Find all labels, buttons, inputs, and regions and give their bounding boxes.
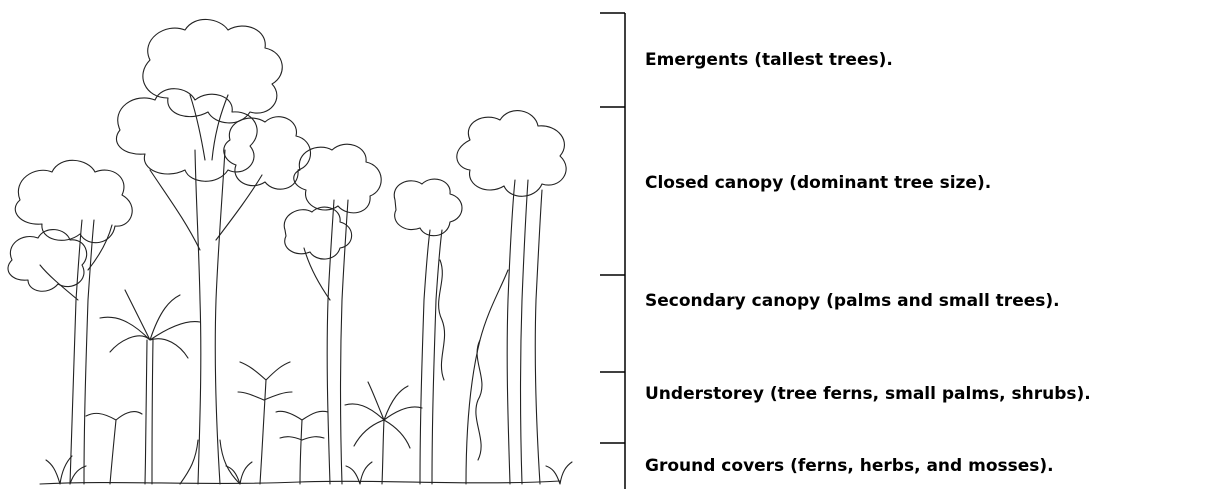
palm-tree-right xyxy=(345,382,422,484)
palm-tree-left xyxy=(100,290,200,484)
layer-bracket xyxy=(590,0,640,489)
canopy-tree-right xyxy=(394,111,566,484)
understorey-plants xyxy=(86,362,328,484)
ground-cover-plants xyxy=(46,456,572,484)
layer-label-emergents: Emergents (tallest trees). xyxy=(645,50,893,70)
layer-label-secondary-canopy: Secondary canopy (palms and small trees)… xyxy=(645,291,1060,311)
canopy-tree-left xyxy=(8,160,132,484)
layer-label-ground-covers: Ground covers (ferns, herbs, and mosses)… xyxy=(645,456,1054,476)
layer-label-closed-canopy: Closed canopy (dominant tree size). xyxy=(645,173,991,193)
rainforest-illustration xyxy=(0,0,590,489)
layer-label-understorey: Understorey (tree ferns, small palms, sh… xyxy=(645,384,1091,404)
canopy-tree-middle xyxy=(284,144,381,484)
